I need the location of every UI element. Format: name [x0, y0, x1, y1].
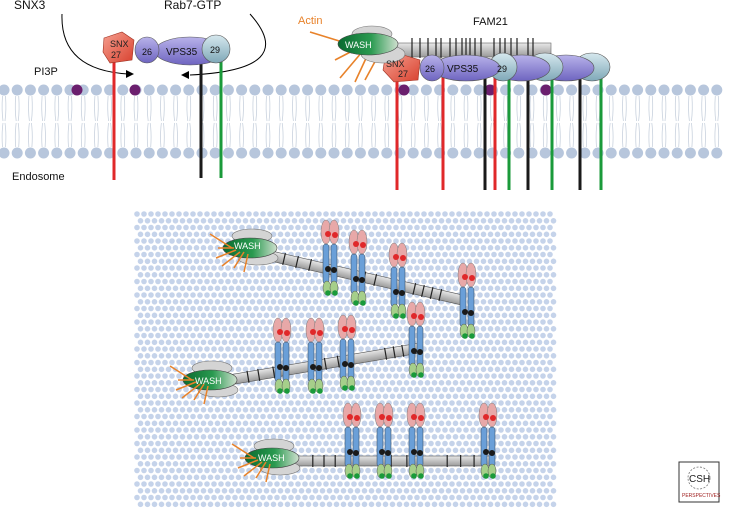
wash-label-2: WASH [195, 376, 222, 386]
actin-label: Actin [298, 15, 322, 27]
endosome-label: Endosome [12, 171, 65, 183]
wash-label-3: WASH [258, 453, 285, 463]
snx27-number-label: 27 [111, 50, 121, 60]
vps26-label: 26 [142, 47, 152, 57]
pi3p-lipids [71, 84, 552, 96]
vps29-label-right: 29 [497, 64, 507, 74]
rab7-label: Rab7-GTP [164, 0, 221, 12]
svg-text:CSH: CSH [689, 474, 710, 485]
wash-retromer-assembly [309, 25, 611, 190]
vps26-label-right: 26 [425, 64, 435, 74]
snx27-label-right: SNX [386, 59, 405, 69]
retromer-complex-left [102, 31, 231, 180]
vps35-label: VPS35 [166, 47, 198, 58]
wash-label-top: WASH [345, 40, 372, 50]
endosome-membrane [0, 84, 723, 159]
svg-text:PERSPECTIVES: PERSPECTIVES [682, 493, 721, 499]
vps29-label: 29 [210, 45, 220, 55]
pi3p-label: PI3P [34, 66, 58, 78]
snx27-label: SNX [110, 39, 129, 49]
wash-label-1: WASH [234, 241, 261, 251]
csh-perspectives-logo: CSH PERSPECTIVES [678, 461, 721, 503]
snx27-number-label-right: 27 [398, 69, 408, 79]
vps35-label-right: VPS35 [447, 64, 479, 75]
snx3-label: SNX3 [14, 0, 46, 12]
wash-assemblies-top-view [169, 219, 498, 483]
fam21-label: FAM21 [473, 16, 508, 28]
